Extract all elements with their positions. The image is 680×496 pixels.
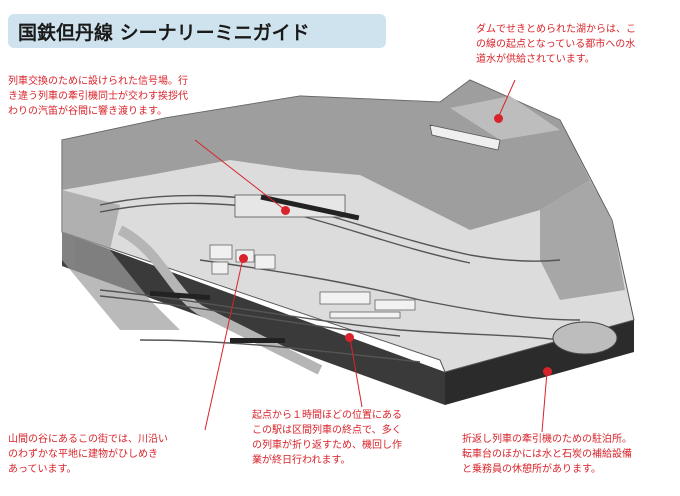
caption-line: 業が終日行われます。: [252, 455, 351, 466]
caption-line: ダムでせきとめられた湖からは、こ: [476, 24, 636, 35]
caption-line: あっています。: [8, 464, 77, 475]
marker-dam: [494, 114, 503, 123]
forest-back: [62, 80, 590, 230]
caption-line: 起点から１時間ほどの位置にある: [252, 410, 402, 421]
river: [117, 225, 323, 375]
dam-wall: [429, 124, 501, 151]
marker-town: [239, 254, 248, 263]
trains: [149, 194, 360, 343]
turntable: [552, 321, 618, 355]
caption-line: 折返し列車の牽引機のための駐泊所。: [462, 434, 632, 445]
marker-station: [345, 333, 354, 342]
caption-line: の線の起点となっている都市への水: [476, 39, 636, 50]
caption-line: のわずかな平地に建物がひしめき: [8, 449, 158, 460]
caption-line: 道水が供給されています。: [476, 54, 595, 65]
marker-signal: [281, 206, 290, 215]
town-buildings: [209, 244, 276, 275]
caption-line: と乗務員の休憩所があります。: [462, 464, 601, 475]
caption-signal: 列車交換のために設けられた信号場。行 き違う列車の牽引機同士が交わす挨拶代 わり…: [8, 74, 188, 119]
caption-line: この駅は区間列車の終点で、多く: [252, 425, 402, 436]
caption-line: 列車交換のために設けられた信号場。行: [8, 76, 188, 87]
caption-depot: 折返し列車の牽引機のための駐泊所。 転車台のほかには水と石炭の補給設備 と乗務員…: [462, 432, 632, 477]
dam-lake: [450, 96, 560, 140]
page-title: 国鉄但丹線 シーナリーミニガイド: [18, 21, 310, 44]
caption-town: 山間の谷にあるこの街では、川沿い のわずかな平地に建物がひしめき あっています。: [8, 432, 168, 477]
caption-station: 起点から１時間ほどの位置にある この駅は区間列車の終点で、多く の列車が折り返す…: [252, 408, 402, 468]
caption-line: 山間の谷にあるこの街では、川沿い: [8, 434, 168, 445]
caption-line: の列車が折り返すため、機回し作: [252, 440, 402, 451]
leader-lines: [194, 79, 548, 433]
title-banner: 国鉄但丹線 シーナリーミニガイド: [8, 14, 386, 48]
caption-line: 転車台のほかには水と石炭の補給設備: [462, 449, 632, 460]
diorama-side-wall: [62, 232, 445, 405]
caption-line: き違う列車の牽引機同士が交わす挨拶代: [8, 91, 188, 102]
forest-left: [62, 190, 180, 330]
forest-right: [540, 180, 625, 300]
station-buildings: [319, 291, 416, 319]
caption-dam: ダムでせきとめられた湖からは、こ の線の起点となっている都市への水 道水が供給さ…: [476, 22, 636, 67]
marker-depot: [543, 367, 552, 376]
caption-line: わりの汽笛が谷間に響き渡ります。: [8, 106, 167, 117]
